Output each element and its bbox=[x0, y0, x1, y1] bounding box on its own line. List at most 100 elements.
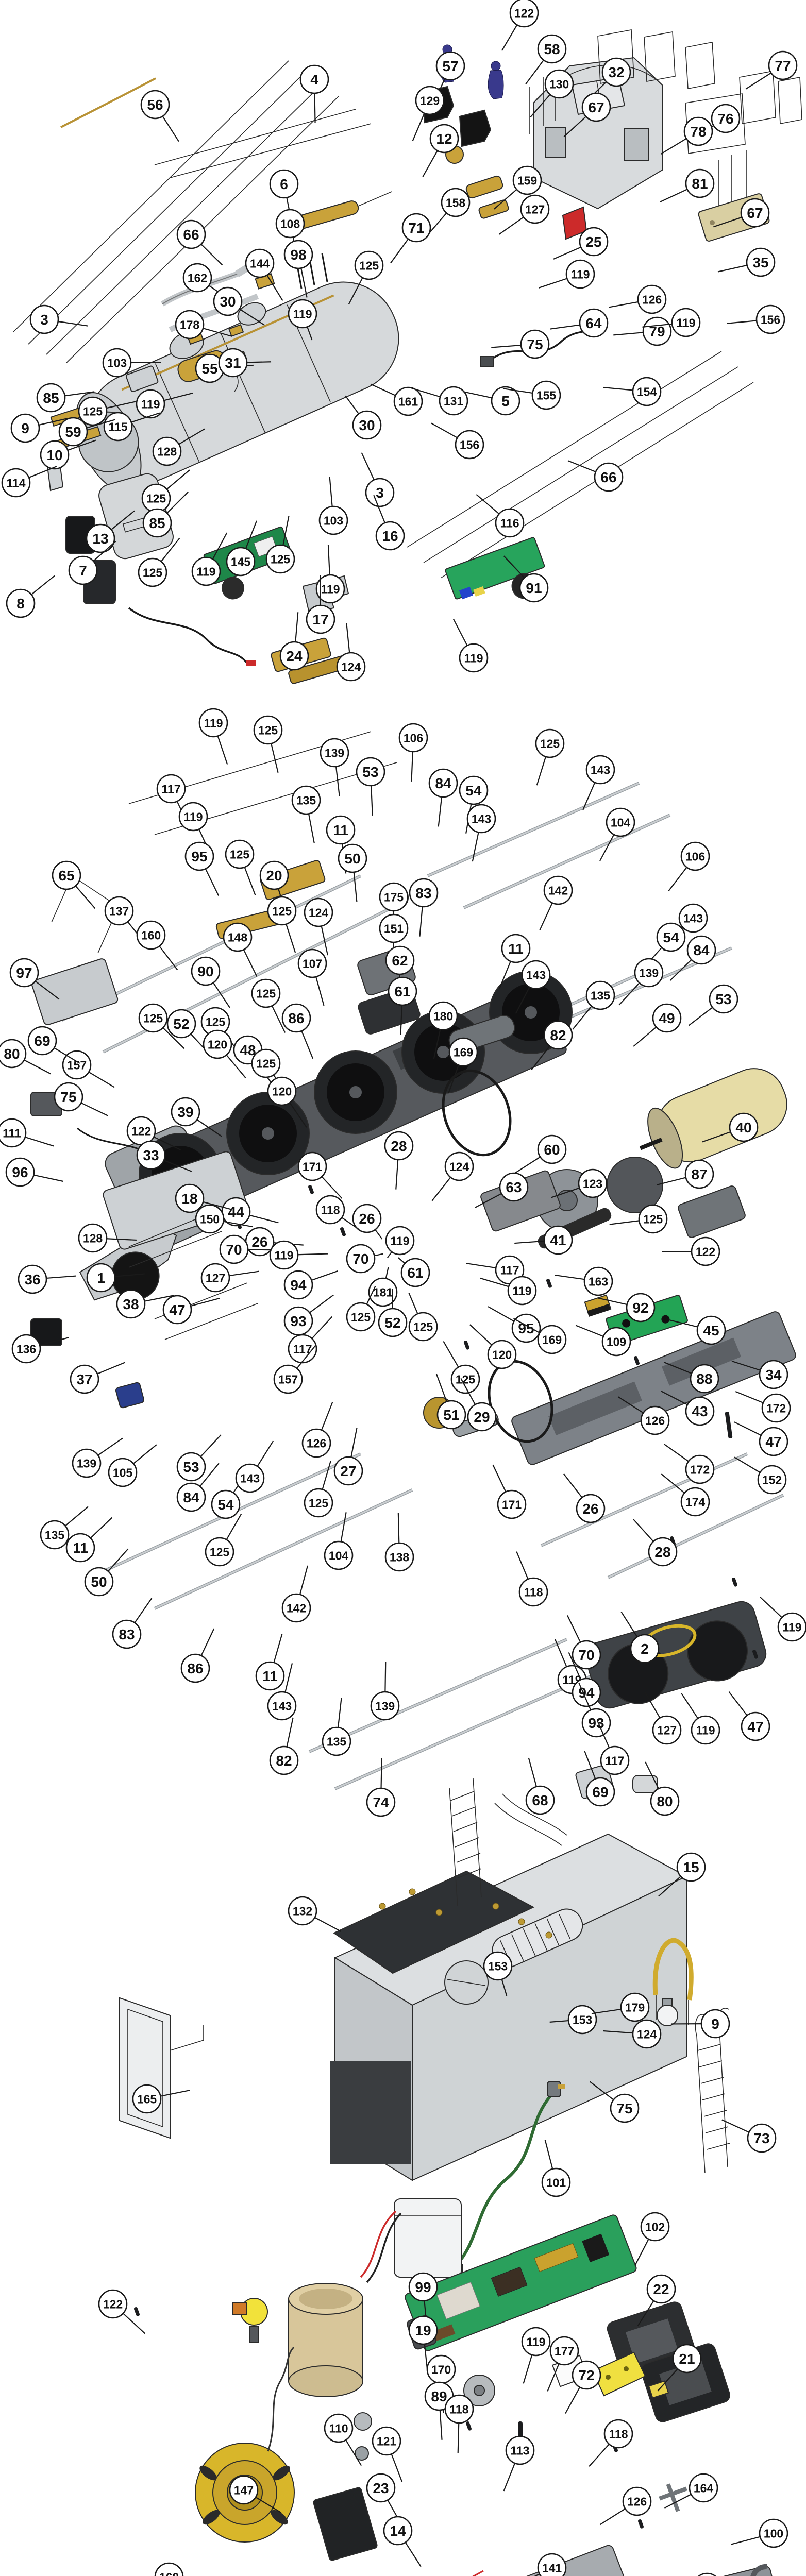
callout-119-234: 119 bbox=[681, 1693, 720, 1745]
callout-174-201: 174 bbox=[661, 1473, 710, 1517]
callout-125-79: 125 bbox=[253, 715, 283, 773]
callout-119-182: 119 bbox=[480, 1276, 537, 1306]
callout-43-196: 43 bbox=[660, 1391, 715, 1426]
svg-text:85: 85 bbox=[43, 390, 59, 406]
motor-mount-123-87 bbox=[607, 1157, 746, 1238]
callout-16-57: 16 bbox=[373, 495, 405, 551]
svg-text:119: 119 bbox=[782, 1620, 801, 1634]
callout-142-118: 142 bbox=[539, 875, 573, 930]
svg-text:52: 52 bbox=[173, 1016, 189, 1032]
callout-116-75: 116 bbox=[476, 494, 525, 538]
callout-86-100: 86 bbox=[281, 1003, 314, 1059]
callout-47-235: 47 bbox=[728, 1691, 770, 1741]
svg-text:53: 53 bbox=[715, 991, 731, 1007]
callout-71-15: 71 bbox=[390, 213, 431, 264]
svg-text:169: 169 bbox=[454, 1045, 473, 1059]
callout-70-154: 70 bbox=[346, 1244, 383, 1274]
callout-59-47: 59 bbox=[58, 417, 115, 447]
svg-text:70: 70 bbox=[226, 1242, 242, 1258]
svg-text:85: 85 bbox=[149, 515, 165, 531]
callout-119-155: 119 bbox=[385, 1226, 415, 1258]
svg-text:116: 116 bbox=[500, 516, 519, 530]
svg-text:143: 143 bbox=[526, 968, 546, 981]
callout-150-147: 150 bbox=[195, 1204, 253, 1234]
callout-171-144: 171 bbox=[297, 1151, 343, 1199]
callout-14-259: 14 bbox=[383, 2516, 422, 2567]
svg-text:101: 101 bbox=[546, 2176, 566, 2189]
spool-89-170 bbox=[463, 2375, 495, 2406]
svg-text:122: 122 bbox=[103, 2297, 123, 2311]
svg-text:54: 54 bbox=[217, 1497, 234, 1513]
rear-lamp-69-80 bbox=[494, 1764, 658, 1846]
svg-text:127: 127 bbox=[525, 202, 545, 216]
svg-text:17: 17 bbox=[312, 612, 328, 628]
svg-text:44: 44 bbox=[228, 1204, 244, 1220]
callout-11-85: 11 bbox=[326, 815, 356, 874]
svg-text:135: 135 bbox=[327, 1735, 347, 1748]
callout-93-163: 93 bbox=[283, 1294, 334, 1336]
svg-text:21: 21 bbox=[679, 2351, 695, 2367]
svg-text:135: 135 bbox=[591, 989, 611, 1002]
callout-47-160: 47 bbox=[162, 1295, 220, 1325]
svg-text:39: 39 bbox=[177, 1104, 193, 1120]
callout-5-70: 5 bbox=[462, 386, 520, 416]
svg-text:93: 93 bbox=[290, 1313, 306, 1329]
callout-105-204: 105 bbox=[108, 1444, 157, 1487]
callout-139-221: 139 bbox=[370, 1662, 400, 1721]
svg-text:127: 127 bbox=[206, 1271, 225, 1284]
svg-text:3: 3 bbox=[40, 312, 48, 328]
svg-text:168: 168 bbox=[159, 2570, 179, 2576]
callout-74-224: 74 bbox=[366, 1758, 396, 1817]
svg-text:61: 61 bbox=[407, 1265, 423, 1281]
callout-135-126: 135 bbox=[572, 980, 615, 1030]
callout-9-248: 9 bbox=[671, 2009, 730, 2039]
callout-110-255: 110 bbox=[324, 2413, 362, 2466]
callout-119-77: 119 bbox=[452, 619, 489, 673]
svg-text:102: 102 bbox=[645, 2220, 665, 2233]
callout-128-150: 128 bbox=[78, 1223, 137, 1253]
svg-text:125: 125 bbox=[206, 1015, 226, 1028]
callout-20-90: 20 bbox=[259, 860, 289, 918]
svg-text:169: 169 bbox=[542, 1333, 562, 1346]
callout-125-99: 125 bbox=[251, 978, 286, 1033]
callout-125-186: 125 bbox=[408, 1293, 438, 1342]
callout-87-175: 87 bbox=[657, 1159, 714, 1189]
callout-119-19: 119 bbox=[538, 259, 595, 289]
svg-text:69: 69 bbox=[34, 1033, 50, 1049]
svg-text:172: 172 bbox=[766, 1401, 786, 1415]
callout-119-23: 119 bbox=[642, 308, 701, 337]
svg-text:119: 119 bbox=[676, 316, 695, 329]
callout-27-211: 27 bbox=[333, 1428, 363, 1486]
speaker-147 bbox=[195, 2346, 295, 2543]
svg-text:119: 119 bbox=[293, 307, 312, 320]
callout-178-37: 178 bbox=[175, 310, 232, 340]
svg-text:24: 24 bbox=[286, 648, 303, 664]
svg-text:118: 118 bbox=[321, 1203, 340, 1216]
svg-text:51: 51 bbox=[443, 1407, 459, 1423]
callout-125-33: 125 bbox=[348, 250, 384, 304]
callout-80-109: 80 bbox=[0, 1039, 51, 1075]
callout-81-13: 81 bbox=[660, 168, 715, 202]
svg-text:162: 162 bbox=[188, 271, 207, 284]
svg-text:29: 29 bbox=[474, 1409, 490, 1425]
svg-text:142: 142 bbox=[287, 1601, 306, 1615]
svg-text:165: 165 bbox=[137, 2092, 157, 2106]
callout-168-260: 168 bbox=[154, 2562, 184, 2576]
svg-text:125: 125 bbox=[143, 1011, 163, 1025]
callout-155-71: 155 bbox=[502, 380, 561, 410]
callout-180-130: 180 bbox=[428, 1001, 458, 1059]
battery-99 bbox=[360, 2198, 462, 2283]
callout-125-191: 125 bbox=[443, 1341, 480, 1394]
callout-139-203: 139 bbox=[72, 1437, 123, 1478]
callout-141-277: 141 bbox=[534, 2553, 567, 2576]
callout-75-136: 75 bbox=[54, 1082, 109, 1116]
svg-text:160: 160 bbox=[141, 928, 161, 942]
callout-171-227: 171 bbox=[492, 1464, 527, 1519]
callout-21-268: 21 bbox=[657, 2344, 702, 2392]
svg-text:125: 125 bbox=[272, 904, 292, 918]
callout-72-267: 72 bbox=[565, 2360, 601, 2414]
callout-125-164: 125 bbox=[346, 1285, 376, 1332]
svg-text:128: 128 bbox=[157, 445, 177, 458]
motor-40 bbox=[639, 1068, 787, 1169]
